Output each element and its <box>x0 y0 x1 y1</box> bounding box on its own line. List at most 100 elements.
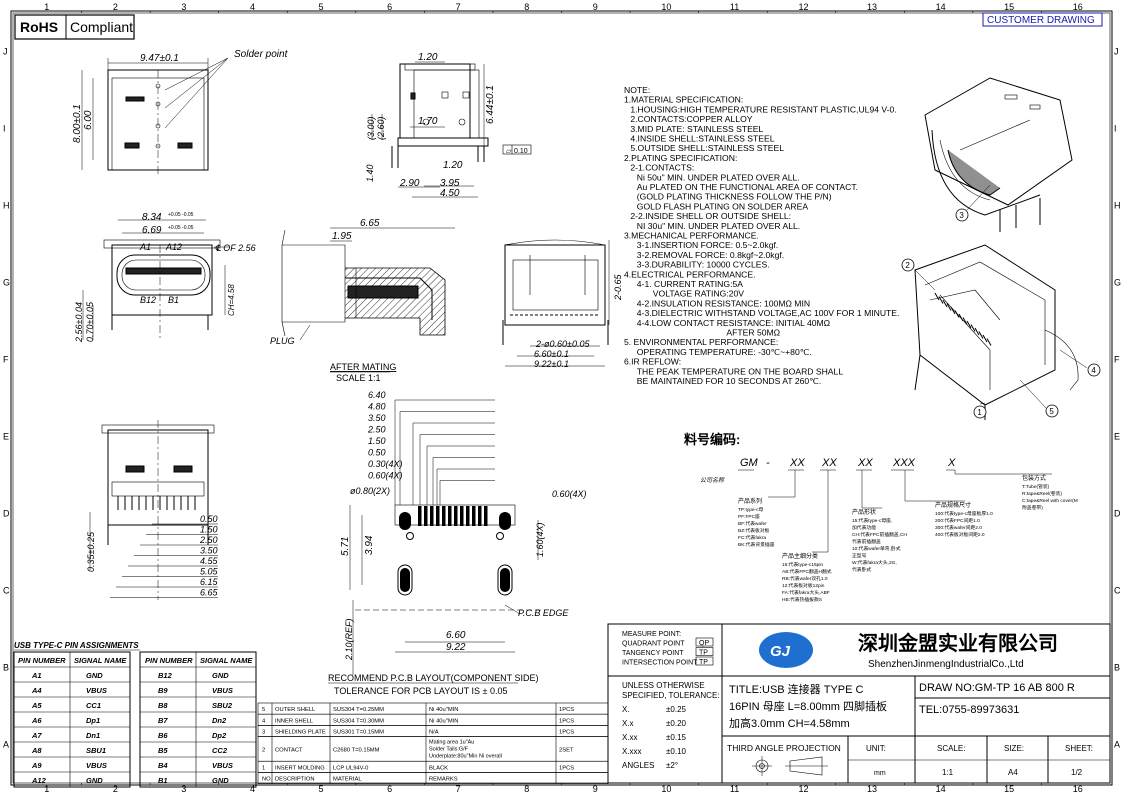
partno-code: GM <box>740 457 759 469</box>
scale-value: 1:1 <box>942 768 954 777</box>
bom-cell: SUS304 T=0.30MM <box>333 718 384 724</box>
bottom-dim-label: 2.50 <box>199 535 218 545</box>
grid-col-top: 4 <box>250 2 255 12</box>
iso-pin <box>962 317 968 325</box>
partno-group-item: 16:代表type-c16pin <box>782 561 823 568</box>
grid-col-top: 7 <box>456 2 461 12</box>
grid-col-top: 5 <box>319 2 324 12</box>
grid-col-top: 8 <box>524 2 529 12</box>
pin-table-cell: B1 <box>158 776 168 785</box>
tolerance-value: ±2° <box>666 761 678 770</box>
bom-cell: Underplate:80u"Min Ni overall <box>429 754 502 760</box>
bom-cell: N/A <box>429 730 439 736</box>
balloon-leader <box>1019 379 1047 409</box>
grid-row-left: G <box>3 278 10 288</box>
partno-group-item: 300:代表wafer间距2.0 <box>935 524 982 531</box>
pin-table-cell: VBUS <box>86 686 107 695</box>
partno-group-item: 代表卧式 <box>852 566 871 573</box>
partno-group-item: 12:代表板对板12pin <box>782 582 825 589</box>
iso-view-top <box>924 77 1073 232</box>
note-line: Au PLATED ON THE FUNCTIONAL AREA OF CONT… <box>637 182 858 192</box>
bottom-dim-label: 6.15 <box>200 577 219 587</box>
side-dim-170: 1.70 <box>418 116 438 127</box>
bom-cell: SHIELDING PLATE <box>275 730 326 736</box>
balloon-number: 1 <box>977 408 982 417</box>
bottom-dim-label: 4.55 <box>200 556 219 566</box>
customer-drawing-label: CUSTOMER DRAWING <box>987 15 1095 26</box>
note-line: 3-3.DURABILITY: 10000 CYCLES. <box>637 260 770 270</box>
grid-row-right: E <box>1114 432 1120 442</box>
bom-cell: REMARKS <box>429 777 458 783</box>
flatness-dim: 0.10 <box>514 148 528 155</box>
measure-code-box <box>695 656 714 666</box>
tolerance-value: ±0.15 <box>666 733 687 742</box>
pin-table-cell: B6 <box>158 731 168 740</box>
pin-table-cell: B9 <box>158 686 168 695</box>
tolerance-key: X. <box>622 705 630 714</box>
balloon-number: 3 <box>959 211 964 220</box>
iso-pin <box>966 320 972 329</box>
partno-group-item: FA:代表fakra大头,ABF <box>782 589 830 596</box>
pcb-dim-080: ø0.80(2X) <box>350 486 390 496</box>
grid-col-bottom: 14 <box>936 784 946 793</box>
partno-code: XX <box>821 457 837 469</box>
partno-group-item: TP:type-c母 <box>738 507 764 513</box>
pin-table-cell: A8 <box>31 746 42 755</box>
grid-row-right: C <box>1114 586 1121 596</box>
pcb-top-dim-label: 6.40 <box>368 390 386 400</box>
grid-col-top: 11 <box>730 2 739 12</box>
pcb-dim-160: 1.60(4X) <box>535 522 545 557</box>
title-block-frame <box>607 623 1111 784</box>
pcb-signal-pad <box>436 506 440 526</box>
grid-row-right: B <box>1114 663 1120 673</box>
side-dim-260: (2.60) <box>376 116 386 140</box>
grid-row-right: J <box>1114 47 1119 57</box>
pin-table-cell: VBUS <box>212 686 233 695</box>
partno-leader <box>954 470 1052 475</box>
grid-col-bottom: 9 <box>593 784 598 793</box>
partno-title: 料号编码: <box>684 432 740 447</box>
pin-b1-label: B1 <box>168 295 179 305</box>
top-view: 9.47±0.1 Solder point 8.00±0.1 6.00 <box>72 49 289 175</box>
measure-code: QP <box>699 640 709 647</box>
note-line: 2.CONTACTS:COPPER ALLOY <box>630 114 752 124</box>
note-line: 3-2.REMOVAL FORCE: 0.8kgf~2.0kgf. <box>637 250 784 260</box>
pcb-slot-pad <box>399 512 411 530</box>
grid-col-bottom: 8 <box>524 784 529 793</box>
pcb-dim-922: 9.22 <box>446 642 466 653</box>
measure-code: TP <box>699 659 708 666</box>
note-line: 2.PLATING SPECIFICATION: <box>624 153 737 163</box>
side-dim-644: 6.44±0.1 <box>485 85 496 124</box>
pin-a12-label: A12 <box>165 242 182 252</box>
note-line: NI 30u" MIN. UNDER PLATED OVER ALL. <box>637 221 800 231</box>
note-line: 4-3.DIELECTRIC WITHSTAND VOLTAGE,AC 100V… <box>637 308 900 318</box>
pin-table-cell: B7 <box>158 716 168 725</box>
pcb-signal-pad <box>472 506 476 526</box>
pin-table-cell: GND <box>86 671 103 680</box>
grid-row-right: G <box>1114 278 1121 288</box>
bottom-dim-035: 0.35±0.25 <box>86 531 96 572</box>
bom-cell: 4 <box>262 718 266 724</box>
bom-cell: 1 <box>262 765 265 771</box>
note-line: 4.ELECTRICAL PERFORMANCE. <box>624 269 755 279</box>
pin-table-header: PIN NUMBER <box>18 656 66 665</box>
iso-pin <box>946 303 952 311</box>
grid-row-left: H <box>3 201 10 211</box>
partno-leader <box>904 470 965 502</box>
grid-row-right: H <box>1114 201 1121 211</box>
grid-col-bottom: 1 <box>44 784 49 793</box>
pcb-signal-pad <box>418 506 422 526</box>
sheet-label: SHEET: <box>1065 744 1093 753</box>
measure-label: MEASURE POINT: <box>622 631 681 638</box>
pcb-signal-pad <box>442 506 446 526</box>
partno-group-item: 正型号 <box>852 552 867 559</box>
note-line: 5.OUTSIDE SHELL:STAINLESS STEEL <box>630 143 784 153</box>
partno-leader <box>768 470 796 498</box>
pcb-title: RECOMMEND P.C.B LAYOUT(COMPONENT SIDE) <box>328 673 539 683</box>
bom-cell: 3 <box>262 730 265 736</box>
partno-group-item: AB:代表FPC翻盖H翻式 <box>782 568 832 575</box>
pin-a1-label: A1 <box>139 242 151 252</box>
partno-code: XX <box>789 457 805 469</box>
tolerance-value: ±0.25 <box>666 705 687 714</box>
